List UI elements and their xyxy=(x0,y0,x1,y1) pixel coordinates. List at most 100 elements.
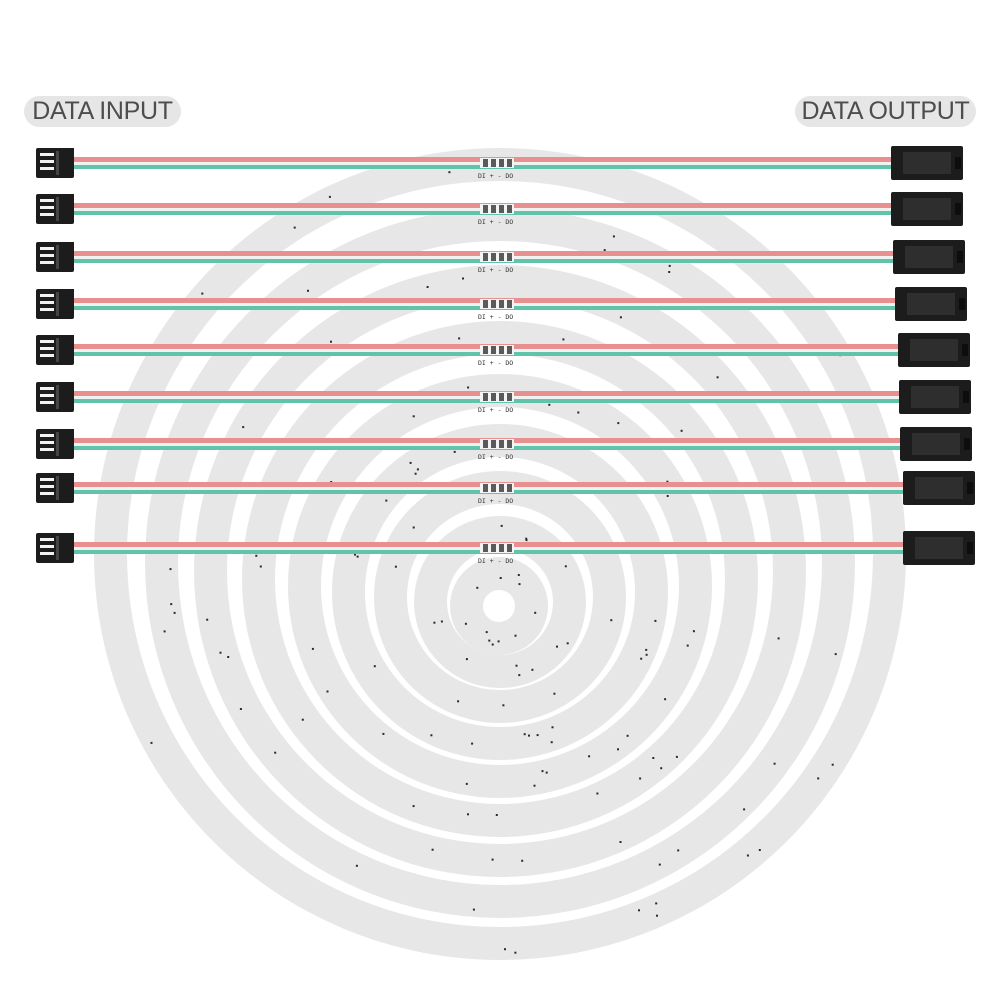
solder-pads: DI + - DO xyxy=(478,392,514,414)
led-dot xyxy=(274,751,277,754)
connector-pin xyxy=(40,340,54,343)
led-dot xyxy=(612,235,615,238)
led-dot xyxy=(440,620,443,623)
cable-2: DI + - DO xyxy=(36,192,963,226)
output-connector xyxy=(891,146,963,180)
solder-pad xyxy=(507,300,512,308)
connector-face xyxy=(915,477,963,499)
led-dot xyxy=(666,495,669,497)
output-connector xyxy=(891,192,963,226)
led-dot xyxy=(431,848,434,851)
connector-latch xyxy=(62,148,74,157)
led-dot xyxy=(464,622,467,625)
connector-face xyxy=(912,433,960,455)
connector-pin xyxy=(40,199,54,202)
led-dot xyxy=(433,621,436,624)
led-dot xyxy=(551,726,554,729)
cable-4: DI + - DO xyxy=(36,287,967,321)
solder-pad xyxy=(491,253,496,261)
led-dot xyxy=(564,565,567,568)
led-dot xyxy=(495,814,498,816)
data-input-label: DATA INPUT xyxy=(24,96,181,127)
connector-rib xyxy=(56,245,59,269)
led-dot xyxy=(831,763,834,766)
led-dot xyxy=(448,171,451,174)
led-dot xyxy=(373,665,376,668)
pad-legend: DI + - DO xyxy=(478,557,513,565)
connector-latch xyxy=(964,438,970,450)
solder-pad xyxy=(507,544,512,552)
led-dot xyxy=(525,537,528,540)
cable-9: DI + - DO xyxy=(36,531,975,565)
pad-area xyxy=(480,392,514,402)
led-dot xyxy=(465,658,468,661)
output-connector xyxy=(899,380,971,414)
connector-latch xyxy=(62,429,74,438)
led-dot xyxy=(668,264,671,267)
led-dot xyxy=(588,755,591,758)
led-dot xyxy=(462,277,464,280)
solder-pad xyxy=(507,253,512,261)
led-dot xyxy=(412,805,415,808)
led-dot xyxy=(758,849,761,851)
led-dot xyxy=(518,674,521,677)
pad-area xyxy=(480,543,514,553)
pad-area xyxy=(480,158,514,168)
output-connector xyxy=(898,333,970,367)
led-dot xyxy=(409,461,412,464)
connector-latch xyxy=(62,382,74,391)
connector-pin xyxy=(40,485,54,488)
connector-latch xyxy=(967,482,973,494)
led-dot xyxy=(610,619,613,622)
connector-rib xyxy=(56,476,59,500)
led-dot xyxy=(523,733,526,736)
solder-pad xyxy=(507,393,512,401)
pad-area xyxy=(480,299,514,309)
solder-pad xyxy=(499,253,504,261)
led-dot xyxy=(242,426,245,429)
led-dot xyxy=(553,692,556,695)
led-dot xyxy=(453,450,456,453)
led-dot xyxy=(293,226,296,229)
connector-rib xyxy=(56,292,59,316)
led-dot xyxy=(497,640,500,643)
connector-pin xyxy=(40,213,54,216)
led-dot xyxy=(666,480,669,483)
solder-pads: DI + - DO xyxy=(478,543,514,565)
led-dot xyxy=(652,757,655,759)
led-dot xyxy=(677,849,680,852)
led-dot xyxy=(201,292,204,295)
pad-area xyxy=(480,483,514,493)
connector-pin xyxy=(40,434,54,437)
input-connector xyxy=(36,533,74,563)
solder-pad xyxy=(483,393,488,401)
led-dot xyxy=(514,951,517,954)
connector-face xyxy=(911,386,959,408)
connector-rib xyxy=(56,536,59,560)
connector-pin xyxy=(40,347,54,350)
solder-pad xyxy=(491,205,496,213)
led-dot xyxy=(150,741,153,744)
connector-latch xyxy=(62,242,74,251)
solder-pad xyxy=(507,159,512,167)
connector-pin xyxy=(40,538,54,541)
led-dot xyxy=(686,644,689,647)
led-dot xyxy=(619,841,622,843)
led-dot xyxy=(500,524,503,527)
connector-latch xyxy=(62,533,74,542)
connector-pin xyxy=(40,167,54,170)
solder-pad xyxy=(483,440,488,448)
connector-pin xyxy=(40,478,54,481)
solder-pad xyxy=(483,544,488,552)
connector-pin xyxy=(40,261,54,264)
led-dot xyxy=(219,651,222,654)
connector-latch xyxy=(955,157,961,169)
output-connector xyxy=(893,240,965,274)
led-dot xyxy=(562,338,565,341)
led-dot xyxy=(660,767,663,770)
output-connector xyxy=(903,471,975,505)
led-dot xyxy=(412,415,415,418)
solder-pad xyxy=(507,484,512,492)
connector-pin xyxy=(40,206,54,209)
connector-latch xyxy=(963,391,969,403)
